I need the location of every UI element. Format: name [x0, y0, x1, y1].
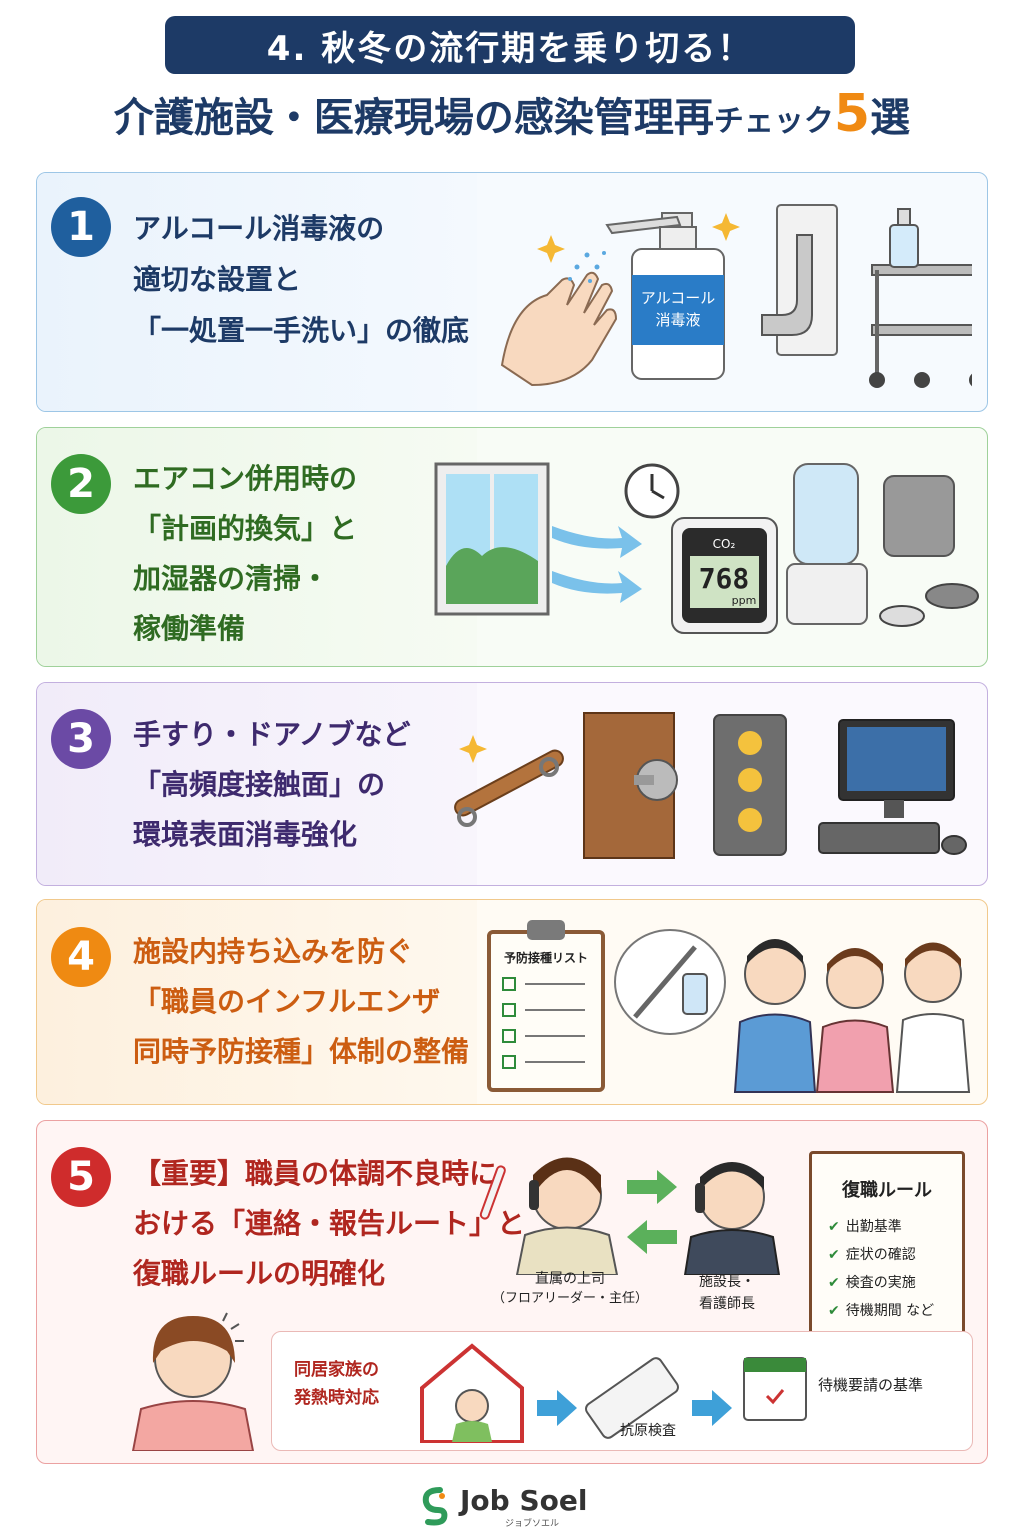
item-3-line-2: 「高頻度接触面」の [133, 768, 386, 801]
item-1-line-3: 「一処置一手洗い」の徹底 [133, 314, 470, 347]
item-text-3: 手すり・ドアノブなど 「高頻度接触面」の 環境表面消毒強化 [133, 710, 410, 860]
item-text-5: 【重要】職員の体調不良時に おける「連絡・報告ルート」と 復職ルールの明確化 [133, 1149, 525, 1299]
item-card-2-bg [37, 428, 477, 666]
item-4-line-1: 施設内持ち込みを防ぐ [133, 935, 414, 968]
item-text-1: アルコール消毒液の 適切な設置と 「一処置一手洗い」の徹底 [133, 203, 469, 356]
title-end: 選 [870, 95, 911, 141]
director-label: 施設長・ 看護師長 [667, 1271, 787, 1315]
return-rules-board: 復職ルール ✔ 出勤基準 ✔ 症状の確認 ✔ 検査の実施 ✔ 待機期間 など [809, 1151, 965, 1335]
director-label-2: 看護師長 [699, 1296, 755, 1312]
logo-icon [422, 1487, 448, 1526]
item-3-line-1: 手すり・ドアノブなど [133, 718, 411, 751]
return-rule-item-text: 待機期間 など [845, 1303, 935, 1319]
item-3-line-3: 環境表面消毒強化 [133, 818, 358, 851]
return-rule-item: ✔ 検査の実施 [828, 1272, 916, 1292]
item-card-2: 2 エアコン併用時の 「計画的換気」と 加湿器の清掃・ 稼働準備 CO₂ 768… [36, 427, 988, 667]
item-number-2: 2 [51, 454, 111, 514]
ventilation-illustration: CO₂ 768 ppm [434, 462, 979, 634]
item-2-line-2: 「計画的換気」と [133, 512, 358, 545]
title-line-2: 介護施設・医療現場の感染管理再チェック5選 [0, 84, 1024, 144]
co2-value: 768 [699, 562, 750, 595]
family-fever-label-2: 発熱時対応 [294, 1388, 379, 1408]
reporting-route-illustration [479, 1157, 781, 1275]
logo-name: Job Soel [460, 1484, 588, 1517]
return-rule-item: ✔ 出勤基準 [828, 1216, 902, 1236]
item-1-line-2: 適切な設置と [133, 263, 302, 296]
return-rule-item-text: 検査の実施 [845, 1275, 916, 1291]
co2-label: CO₂ [713, 537, 736, 551]
return-rule-item-text: 症状の確認 [845, 1247, 916, 1263]
item-number-3: 3 [51, 709, 111, 769]
return-rule-item-text: 出勤基準 [845, 1219, 902, 1235]
check-icon: ✔ [828, 1275, 840, 1291]
item-5-line-3: 復職ルールの明確化 [133, 1257, 386, 1290]
title-check: チェック [713, 104, 834, 139]
item-card-5: 5 【重要】職員の体調不良時に おける「連絡・報告ルート」と 復職ルールの明確化… [36, 1120, 988, 1464]
item-5-line-1: 【重要】職員の体調不良時に [133, 1157, 498, 1190]
director-label-1: 施設長・ [699, 1274, 755, 1290]
family-fever-label-1: 同居家族の [294, 1360, 379, 1380]
item-card-4-bg [37, 900, 477, 1104]
check-icon: ✔ [828, 1247, 840, 1263]
item-number-5: 5 [51, 1147, 111, 1207]
return-rules-title: 復職ルール [842, 1180, 932, 1201]
item-5-line-2: おける「連絡・報告ルート」と [133, 1207, 526, 1240]
family-fever-panel: 同居家族の 発熱時対応 抗原検査 待機要請の基準 [271, 1331, 973, 1451]
logo-kana: ジョブソエル [505, 1519, 560, 1529]
item-2-line-3: 加湿器の清掃・ [133, 562, 330, 595]
item-2-line-4: 稼働準備 [133, 612, 246, 645]
bottle-label-1: アルコール [641, 289, 716, 307]
standby-criteria-label: 待機要請の基準 [818, 1376, 924, 1394]
item-text-2: エアコン併用時の 「計画的換気」と 加湿器の清掃・ 稼働準備 [133, 454, 357, 654]
boss-label: 直属の上司 （フロアリーダー・主任） [475, 1269, 665, 1309]
bottle-label-2: 消毒液 [655, 311, 700, 329]
item-text-4: 施設内持ち込みを防ぐ 「職員のインフルエンザ 同時予防接種」体制の整備 [133, 927, 469, 1077]
return-rule-item: ✔ 待機期間 など [828, 1300, 934, 1320]
item-number-1: 1 [51, 197, 111, 257]
touch-surface-illustration [454, 712, 967, 859]
boss-label-2: （フロアリーダー・主任） [491, 1291, 648, 1306]
boss-label-1: 直属の上司 [535, 1271, 605, 1287]
item-card-1-bg [37, 173, 477, 411]
family-flow-illustration [420, 1343, 807, 1443]
title-main: 介護施設・医療現場の感染管理再 [113, 95, 714, 141]
antigen-test-label: 抗原検査 [620, 1423, 676, 1439]
family-fever-label: 同居家族の 発熱時対応 [294, 1356, 379, 1412]
item-number-4: 4 [51, 927, 111, 987]
vaccine-list-title: 予防接種リスト [504, 950, 588, 965]
item-card-3: 3 手すり・ドアノブなど 「高頻度接触面」の 環境表面消毒強化 [36, 682, 988, 886]
item-4-line-3: 同時予防接種」体制の整備 [133, 1035, 470, 1068]
return-rule-item: ✔ 症状の確認 [828, 1244, 916, 1264]
brand-logo: Job Soel ジョブソエル [0, 1478, 1024, 1530]
check-icon: ✔ [828, 1303, 840, 1319]
vaccination-illustration: 予防接種リスト [487, 920, 971, 1093]
item-card-3-bg [37, 683, 477, 885]
item-card-1: 1 アルコール消毒液の 適切な設置と 「一処置一手洗い」の徹底 アルコール 消毒… [36, 172, 988, 412]
co2-unit: ppm [732, 594, 757, 607]
title-number: 5 [833, 84, 871, 144]
sick-staff-illustration [131, 1312, 255, 1451]
item-card-4: 4 施設内持ち込みを防ぐ 「職員のインフルエンザ 同時予防接種」体制の整備 予防… [36, 899, 988, 1105]
title-banner: 4. 秋冬の流行期を乗り切る！ [165, 16, 855, 74]
item-4-line-2: 「職員のインフルエンザ [133, 985, 441, 1018]
check-icon: ✔ [828, 1219, 840, 1235]
hand-sanitizer-illustration: アルコール 消毒液 [500, 204, 972, 388]
item-2-line-1: エアコン併用時の [133, 462, 358, 495]
title-line-1: 4. 秋冬の流行期を乗り切る！ [266, 28, 754, 69]
item-1-line-1: アルコール消毒液の [133, 212, 385, 245]
